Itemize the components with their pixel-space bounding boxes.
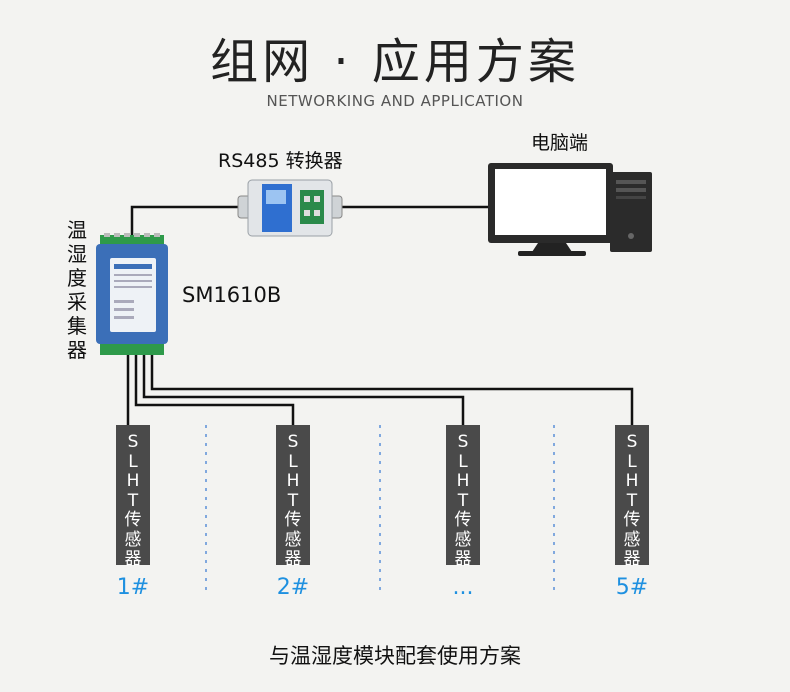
- sensor-char: 传: [623, 510, 641, 530]
- sensor-number: 2#: [276, 575, 310, 600]
- page-subtitle: NETWORKING AND APPLICATION: [266, 92, 524, 110]
- collector-device-icon: [96, 233, 168, 355]
- sensor-char: 感: [124, 529, 142, 550]
- sensor-char: 传: [124, 510, 142, 530]
- collector-vertical-char: 集: [67, 314, 87, 338]
- sensor-char: 传: [284, 510, 302, 530]
- sensor-char: S: [287, 432, 299, 452]
- sensor-char: 器: [623, 549, 641, 569]
- sensor-4: S L H T 传 感 器: [615, 425, 649, 569]
- collector-vertical-char: 采: [67, 290, 87, 314]
- sensor-char: 感: [284, 529, 302, 550]
- sensor-char: 传: [454, 510, 472, 530]
- collector-vertical-char: 湿: [67, 242, 87, 266]
- sensor-char: H: [456, 471, 470, 491]
- sensor-char: S: [626, 432, 638, 452]
- collector-vertical-char: 度: [67, 266, 87, 290]
- sensor-char: 器: [124, 549, 142, 569]
- footer-caption: 与温湿度模块配套使用方案: [269, 644, 521, 668]
- sensor-number: 1#: [116, 575, 150, 600]
- sensor-char: L: [128, 451, 138, 472]
- sensor-1: S L H T 传 感 器: [116, 425, 150, 569]
- wire-sensor-4: [150, 355, 634, 425]
- sensor-char: L: [627, 451, 637, 472]
- wire-sensor-2: [134, 355, 295, 425]
- sensor-number: ...: [452, 575, 474, 600]
- sensor-number: 5#: [615, 575, 649, 600]
- sensor-char: H: [625, 471, 639, 491]
- collector-vertical-char: 器: [67, 338, 87, 362]
- computer-label: 电脑端: [531, 132, 589, 154]
- sensor-char: 感: [623, 529, 641, 550]
- sensor-char: 器: [284, 549, 302, 569]
- sensor-char: T: [287, 490, 299, 511]
- collector-vertical-label: 温 湿 度 采 集 器: [64, 218, 90, 362]
- collector-vertical-char: 温: [67, 218, 87, 242]
- sensor-char: S: [457, 432, 469, 452]
- sensor-char: H: [126, 471, 140, 491]
- wire-sensor-3: [142, 355, 465, 425]
- computer-icon: [488, 163, 652, 256]
- sensor-char: S: [127, 432, 139, 452]
- sensor-char: 器: [454, 549, 472, 569]
- sensor-2: S L H T 传 感 器: [276, 425, 310, 569]
- sensor-char: T: [626, 490, 638, 511]
- collector-label: SM1610B: [182, 283, 282, 307]
- page-title: 组网 · 应用方案: [210, 34, 580, 90]
- sensor-char: L: [288, 451, 298, 472]
- wire-collector-converter: [130, 205, 245, 235]
- sensor-char: H: [286, 471, 300, 491]
- converter-label: RS485 转换器: [218, 150, 343, 172]
- sensor-char: T: [127, 490, 139, 511]
- sensor-char: T: [457, 490, 469, 511]
- converter-device-icon: [237, 179, 343, 237]
- sensor-char: L: [458, 451, 468, 472]
- sensor-char: 感: [454, 529, 472, 550]
- sensor-3: S L H T 传 感 器: [446, 425, 480, 569]
